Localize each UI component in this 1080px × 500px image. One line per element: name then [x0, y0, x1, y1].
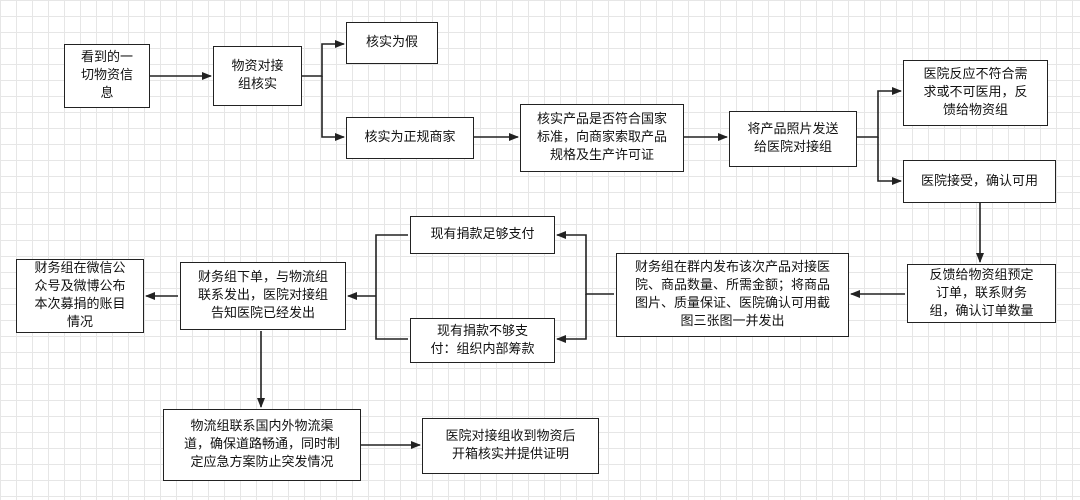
line-n11-merge — [375, 234, 408, 340]
arrow-n10-n11 — [556, 231, 614, 295]
node-hospital-accept: 医院接受，确认可用 — [903, 160, 1056, 203]
node-hospital-reject: 医院反应不符合需 求或不可医用，反 馈给物资组 — [903, 60, 1048, 126]
arrow-n2-n3 — [302, 40, 345, 77]
node-logistics: 物流组联系国内外物流渠 道，确保道路畅通，同时制 定应急方案防止突发情况 — [163, 409, 361, 481]
arrow-n6-n7 — [857, 87, 902, 138]
arrow-n6-n8 — [877, 137, 902, 185]
arrow-n10-n12 — [556, 294, 587, 343]
arrow-n2-n4 — [321, 76, 345, 141]
node-info-source: 看到的一 切物资信 息 — [64, 44, 150, 108]
node-receive-verify: 医院对接组收到物资后 开箱核实并提供证明 — [422, 418, 599, 474]
node-fake: 核实为假 — [346, 22, 438, 64]
node-order: 反馈给物资组预定 订单，联系财务 组，确认订单数量 — [907, 264, 1056, 323]
node-publish-accounts: 财务组在微信公 众号及微博公布 本次募捐的账目 情况 — [16, 259, 144, 333]
node-standard-check: 核实产品是否符合国家 标准，向商家索取产品 规格及生产许可证 — [520, 104, 684, 172]
node-place-order: 财务组下单，与物流组 联系发出，医院对接组 告知医院已经发出 — [180, 262, 346, 330]
node-funds-sufficient: 现有捐款足够支付 — [410, 216, 555, 254]
node-verify: 物资对接 组核实 — [213, 46, 302, 106]
node-funds-insufficient: 现有捐款不够支 付：组织内部筹款 — [410, 318, 555, 363]
node-send-photos: 将产品照片发送 给医院对接组 — [729, 111, 857, 167]
node-finance-publish: 财务组在群内发布该次产品对接医 院、商品数量、所需金额；将商品 图片、质量保证、… — [616, 253, 849, 337]
node-legit-merchant: 核实为正规商家 — [346, 117, 474, 159]
